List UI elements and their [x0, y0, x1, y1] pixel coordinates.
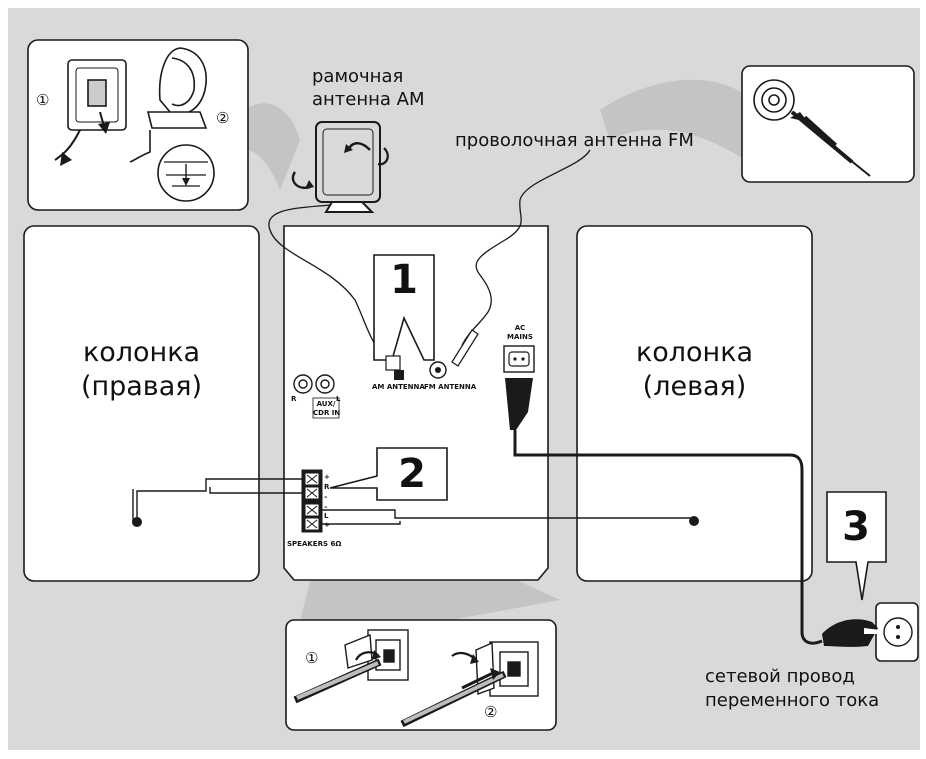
- step2-number: 2: [398, 451, 426, 497]
- ac-mains-socket: [503, 345, 535, 430]
- speaker-inset-step1: ①: [305, 649, 319, 667]
- terminal-r-plus: +: [324, 473, 330, 481]
- fm-inset-drawing: [753, 79, 871, 177]
- aux-label-box: [312, 397, 340, 419]
- speaker-inset-drawing: [293, 629, 539, 728]
- ac-mains-label-line2: MAINS: [507, 333, 533, 341]
- am-inset-box: [27, 39, 249, 211]
- aux-r-label: R: [291, 395, 297, 403]
- speaker-wires: [132, 478, 694, 525]
- terminal-l-label: L: [324, 512, 329, 520]
- step1-number: 1: [390, 257, 418, 303]
- wall-socket: [822, 602, 919, 662]
- speaker-left-terminal: [689, 516, 699, 526]
- fm-antenna-jack: [429, 329, 479, 379]
- aux-label-line1: AUX/: [316, 400, 336, 408]
- am-antenna-label-line2: антенна AM: [312, 89, 425, 110]
- speaker-left-label-line2: (левая): [642, 371, 747, 402]
- power-cord-label-line1: сетевой провод: [705, 666, 855, 687]
- am-antenna-jack: [385, 355, 404, 380]
- terminal-l-minus: –: [324, 503, 328, 511]
- step3-number: 3: [842, 504, 870, 550]
- terminal-l-plus: +: [324, 521, 330, 529]
- power-cord-label-line2: переменного тока: [705, 690, 880, 711]
- speaker-left-box: [576, 225, 813, 582]
- fm-antenna-label: проволочная антенна FM: [455, 130, 694, 151]
- speakers-label: SPEAKERS 6Ω: [287, 540, 342, 548]
- speaker-right-terminal: [132, 517, 142, 527]
- step1-tag: [373, 254, 435, 361]
- am-antenna-jack-label: AM ANTENNA: [372, 383, 425, 391]
- terminal-r-minus: –: [324, 493, 328, 501]
- main-unit-panel: [283, 225, 549, 581]
- fm-antenna-jack-label: FM ANTENNA: [424, 383, 477, 391]
- am-antenna-label-line1: рамочная: [312, 66, 404, 87]
- am-callout-wedge: [245, 103, 300, 190]
- aux-jacks: [293, 374, 335, 394]
- speaker-right-label-line2: (правая): [80, 371, 203, 402]
- speaker-terminals: [301, 469, 323, 533]
- fm-inset-box: [741, 65, 915, 183]
- am-inset-drawing: [54, 47, 215, 202]
- am-antenna-wire: [268, 204, 391, 364]
- am-inset-step1: ①: [36, 91, 50, 109]
- step2-tag: [329, 447, 448, 501]
- fm-callout-wedge: [600, 79, 745, 160]
- power-cord: [513, 430, 823, 645]
- step3-tag: [826, 491, 887, 601]
- am-loop-antenna: [291, 121, 389, 213]
- ac-mains-label-line1: AC: [514, 324, 526, 332]
- aux-label-line2: CDR IN: [313, 409, 341, 417]
- terminal-r-label: R: [324, 483, 330, 491]
- am-inset-step2: ②: [216, 109, 230, 127]
- speaker-inset-step2: ②: [484, 703, 498, 721]
- speaker-right-label-line1: колонка: [82, 337, 201, 368]
- speaker-left-label-line1: колонка: [635, 337, 754, 368]
- speaker-right-box: [23, 225, 260, 582]
- aux-l-label: L: [336, 395, 341, 403]
- fm-antenna-wire: [461, 149, 591, 346]
